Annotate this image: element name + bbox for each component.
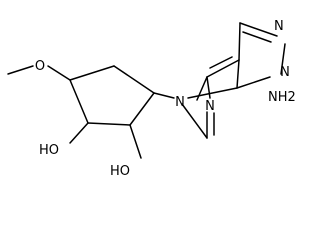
bond-cp3-o-methoxy xyxy=(47,65,71,81)
bond-n1-n2 xyxy=(280,43,286,75)
atom-label-n7: N xyxy=(175,95,185,110)
bond-cp5-oh xyxy=(129,124,142,159)
bond-c3a-c4 xyxy=(206,59,240,78)
bond-o-methyl xyxy=(7,65,34,75)
bond-cp2-cp3 xyxy=(69,65,115,81)
bond-c7a-c3a xyxy=(236,59,240,89)
bond-cp1-cp2 xyxy=(113,65,155,94)
bond-c3-c3a xyxy=(238,22,241,61)
atom-label-nh2: NH2 xyxy=(268,90,296,105)
atom-label-n1: N xyxy=(280,65,290,80)
atom-labels: N N N N NH2 O HO HO xyxy=(35,19,296,179)
bond-c3a-c4-double xyxy=(209,56,233,69)
molecule-structure-diagram: N N N N NH2 O HO HO xyxy=(7,19,296,179)
bond-c4-n5 xyxy=(206,76,211,99)
atom-label-n5: N xyxy=(205,99,215,114)
bond-n2-c3 xyxy=(239,22,278,37)
bond-n7-cp1 xyxy=(153,92,175,99)
atom-label-n2: N xyxy=(274,19,284,34)
bond-n7-c7a xyxy=(187,87,238,99)
bond-lines xyxy=(7,22,286,159)
bond-n2-c3-double xyxy=(242,31,272,43)
atom-label-oh-lower: HO xyxy=(110,164,130,179)
bond-cp5-cp1 xyxy=(129,92,155,126)
bond-cp4-oh xyxy=(69,122,89,144)
atom-label-oh-upper: HO xyxy=(39,143,59,158)
bond-cp3-cp4 xyxy=(69,79,89,124)
bond-c6-n7 xyxy=(181,103,208,139)
bond-cp4-cp5 xyxy=(87,122,131,126)
atom-label-o-methoxy: O xyxy=(35,59,45,74)
bond-n1-c7a xyxy=(236,76,271,89)
